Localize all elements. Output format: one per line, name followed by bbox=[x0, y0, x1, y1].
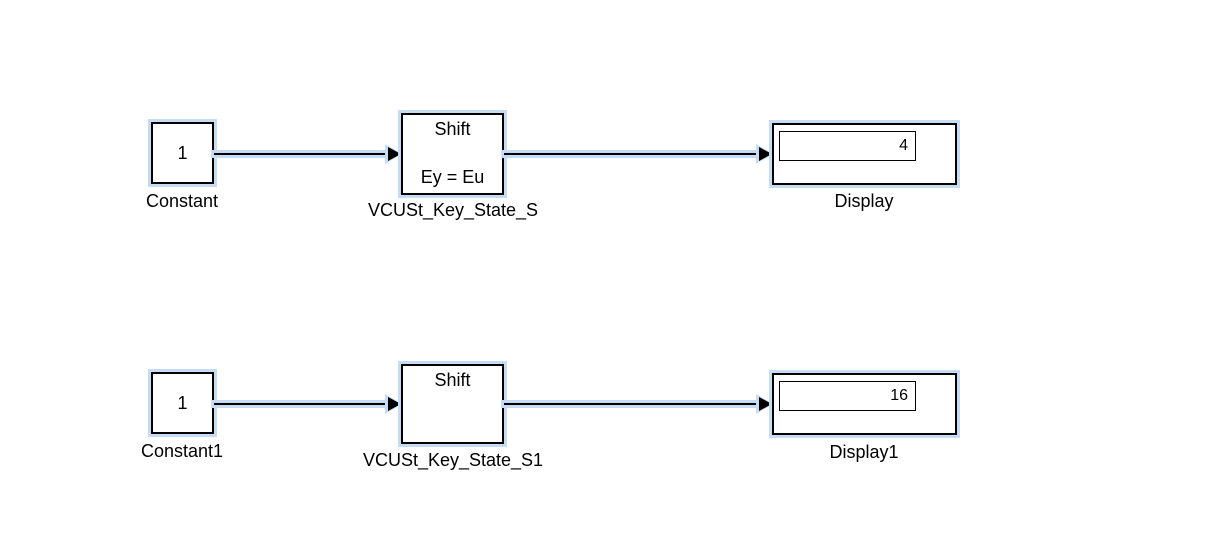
arrowhead-icon bbox=[759, 147, 772, 161]
arrowhead-icon bbox=[388, 147, 401, 161]
signal-wire[interactable] bbox=[504, 403, 759, 405]
display-value-field: 4 bbox=[779, 131, 916, 161]
shift-block[interactable]: Shift bbox=[401, 364, 504, 444]
shift-block[interactable]: Shift Ey = Eu bbox=[401, 113, 504, 195]
constant-block[interactable]: 1 bbox=[151, 122, 214, 184]
shift-block-label[interactable]: VCUSt_Key_State_S bbox=[367, 200, 539, 220]
signal-wire[interactable] bbox=[504, 153, 759, 155]
signal-wire[interactable] bbox=[214, 403, 390, 405]
shift-block-title: Shift bbox=[434, 119, 471, 139]
shift-block-label[interactable]: VCUSt_Key_State_S1 bbox=[362, 450, 544, 470]
display-block[interactable]: 4 bbox=[772, 123, 957, 185]
arrowhead-icon bbox=[759, 397, 772, 411]
constant-block-label[interactable]: Constant1 bbox=[140, 441, 224, 461]
constant-value: 1 bbox=[177, 142, 188, 163]
display-block[interactable]: 16 bbox=[772, 373, 957, 435]
shift-block-equation: Ey = Eu bbox=[420, 167, 485, 187]
display-value-field: 16 bbox=[779, 381, 916, 411]
constant-block[interactable]: 1 bbox=[151, 372, 214, 434]
display-value: 4 bbox=[899, 137, 908, 154]
arrowhead-icon bbox=[388, 397, 401, 411]
constant-block-label[interactable]: Constant bbox=[145, 191, 219, 211]
constant-value: 1 bbox=[177, 392, 188, 413]
shift-block-title: Shift bbox=[434, 370, 471, 390]
display-block-label[interactable]: Display bbox=[834, 191, 894, 211]
display-value: 16 bbox=[890, 387, 908, 404]
signal-wire[interactable] bbox=[214, 153, 390, 155]
display-block-label[interactable]: Display1 bbox=[829, 442, 899, 462]
